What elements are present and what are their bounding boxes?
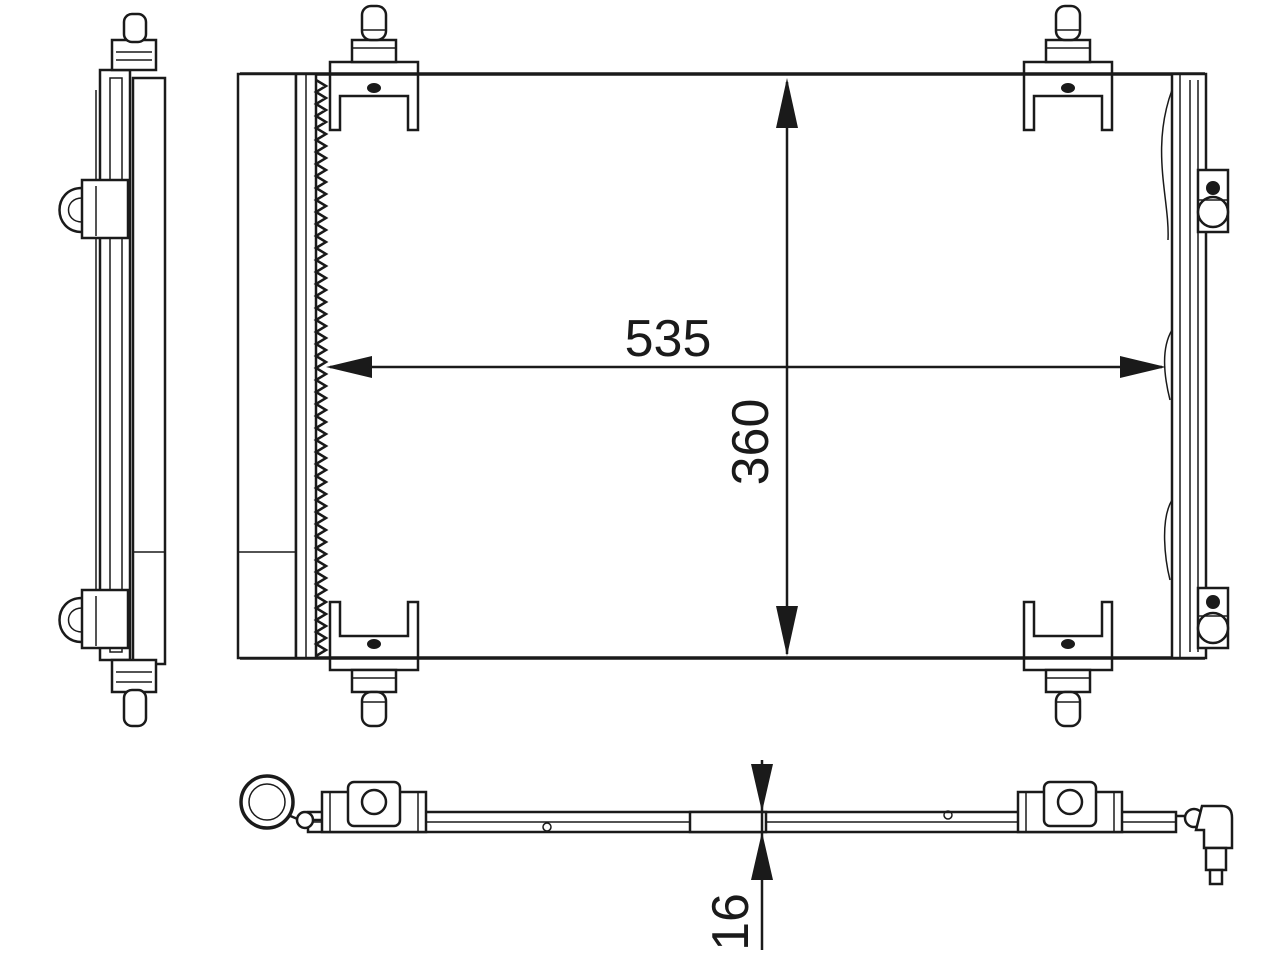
height-dimension: 360 (722, 78, 798, 656)
bottom-view (239, 774, 1234, 886)
thickness-dimension: 16 (702, 760, 776, 951)
front-view (236, 4, 1230, 728)
left-header-tank (236, 72, 298, 660)
width-dimension: 535 (326, 310, 1166, 378)
right-header-tank (1170, 72, 1208, 660)
height-dimension-label: 360 (722, 399, 780, 486)
thickness-dimension-label: 16 (702, 893, 760, 951)
width-dimension-label: 535 (625, 310, 712, 368)
side-view (58, 12, 167, 728)
